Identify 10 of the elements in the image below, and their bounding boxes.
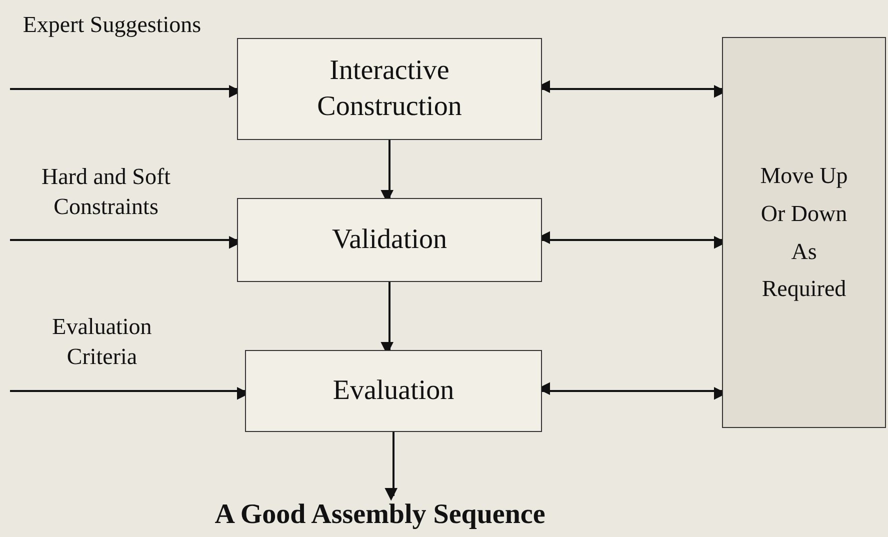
output-text: A Good Assembly Sequence xyxy=(214,498,546,532)
box-text: Interactive Construction xyxy=(316,54,463,124)
box-text: Validation xyxy=(332,222,448,257)
box-text: Evaluation xyxy=(332,374,454,408)
arrow xyxy=(384,432,398,501)
process-box xyxy=(245,350,542,432)
instruction-box xyxy=(722,37,886,428)
process-box xyxy=(237,198,542,282)
box-text: Move Up Or Down As Required xyxy=(759,162,849,304)
process-box xyxy=(237,38,542,140)
